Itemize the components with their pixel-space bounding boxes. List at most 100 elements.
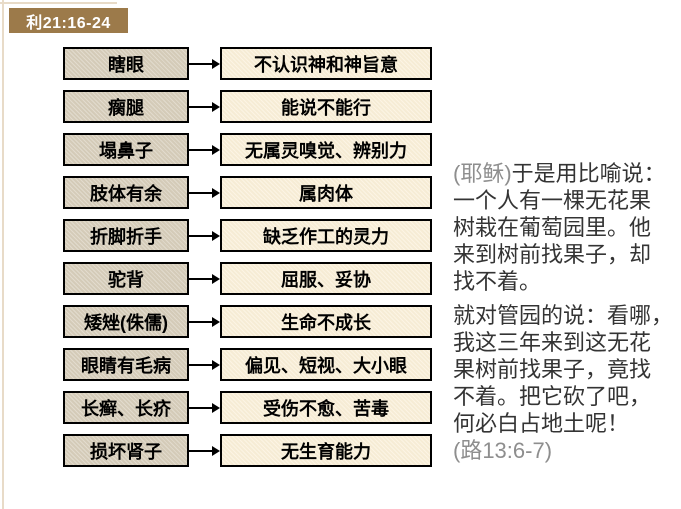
meaning-label: 属肉体 [299,183,353,204]
defect-label: 损坏肾子 [90,441,162,462]
arrow-line [189,406,212,409]
arrow-head [212,402,220,413]
arrow-line [189,277,212,280]
defect-box: 驼背 [63,262,189,295]
defect-box: 瞎眼 [63,47,189,80]
quote-line: 我这三年来到这无花 [453,330,652,355]
meaning-box: 缺乏作工的灵力 [220,219,432,252]
meaning-box: 属肉体 [220,176,432,209]
arrow-right-icon [189,176,220,209]
arrow-head [212,187,220,198]
quote-paragraph-2: 就对管园的说：看哪， 我这三年来到这无花 果树前找果子，竟找 不着。把它砍了吧，… [453,302,675,437]
arrow-right-icon [189,262,220,295]
frame-left-line [2,0,4,509]
defect-box: 塌鼻子 [63,133,189,166]
quote-line: 就对管园的说：看哪， [453,303,674,328]
meaning-label: 生命不成长 [281,312,371,333]
quote-paragraph-1: (耶稣)于是用比喻说： 一个人有一棵无花果 树栽在葡萄园里。他 来到树前找果子，… [453,160,675,295]
arrow-line [189,62,212,65]
meaning-label: 缺乏作工的灵力 [263,226,389,247]
meaning-box: 无属灵嗅觉、辨别力 [220,133,432,166]
defect-box: 矮矬(侏儒) [63,305,189,338]
defect-box: 瘸腿 [63,90,189,123]
defect-label: 瘸腿 [108,97,144,118]
meaning-box: 偏见、短视、大小眼 [220,348,432,381]
quote-line: 不着。把它砍了吧， [453,384,652,409]
arrow-right-icon [189,434,220,467]
arrow-head [212,359,220,370]
defect-box: 肢体有余 [63,176,189,209]
arrow-right-icon [189,219,220,252]
meaning-label: 受伤不愈、苦毒 [263,398,389,419]
table-row: 长癣、长疥 受伤不愈、苦毒 [63,391,432,424]
scripture-reference: (路13:6-7) [453,438,553,463]
arrow-head [212,445,220,456]
meaning-label: 屈服、妥协 [281,269,371,290]
table-row: 驼背 屈服、妥协 [63,262,432,295]
quote-line: 找不着。 [453,269,542,294]
arrow-head [212,144,220,155]
arrow-head [212,316,220,327]
arrow-right-icon [189,391,220,424]
table-row: 塌鼻子 无属灵嗅觉、辨别力 [63,133,432,166]
defect-label: 瞎眼 [108,54,144,75]
quote-line: 树栽在葡萄园里。他 [453,215,652,240]
arrow-line [189,449,212,452]
table-row: 矮矬(侏儒) 生命不成长 [63,305,432,338]
jesus-label: (耶稣) [453,161,512,186]
table-row: 眼睛有毛病 偏见、短视、大小眼 [63,348,432,381]
defect-box: 损坏肾子 [63,434,189,467]
table-row: 损坏肾子 无生育能力 [63,434,432,467]
arrow-right-icon [189,348,220,381]
meaning-label: 不认识神和神旨意 [254,54,398,75]
meaning-box: 无生育能力 [220,434,432,467]
arrow-line [189,234,212,237]
table-row: 瘸腿 能说不能行 [63,90,432,123]
arrow-line [189,191,212,194]
arrow-line [189,320,212,323]
meaning-box: 不认识神和神旨意 [220,47,432,80]
defect-label: 矮矬(侏儒) [84,312,168,333]
defect-label: 驼背 [108,269,144,290]
arrow-head [212,273,220,284]
quote-paragraph-1-lines: 一个人有一棵无花果 树栽在葡萄园里。他 来到树前找果子，却 找不着。 [453,187,675,295]
quote-line: (耶稣)于是用比喻说： [453,160,675,187]
quote-line: 来到树前找果子，却 [453,242,652,267]
defect-box: 折脚折手 [63,219,189,252]
meaning-label: 无属灵嗅觉、辨别力 [245,140,407,161]
frame-top-line [0,2,117,4]
defect-mapping-rows: 瞎眼 不认识神和神旨意 瘸腿 能说 [63,47,432,477]
arrow-head [212,58,220,69]
arrow-right-icon [189,90,220,123]
defect-box: 眼睛有毛病 [63,348,189,381]
quote-line: 何必白占地土呢！ [453,411,630,436]
meaning-box: 屈服、妥协 [220,262,432,295]
arrow-right-icon [189,47,220,80]
table-row: 折脚折手 缺乏作工的灵力 [63,219,432,252]
meaning-box: 生命不成长 [220,305,432,338]
quote-line: 果树前找果子，竟找 [453,357,652,382]
defect-label: 折脚折手 [90,226,162,247]
arrow-right-icon [189,305,220,338]
meaning-box: 受伤不愈、苦毒 [220,391,432,424]
fig-tree-quote: (耶稣)于是用比喻说： 一个人有一棵无花果 树栽在葡萄园里。他 来到树前找果子，… [453,160,675,464]
defect-label: 肢体有余 [90,183,162,204]
arrow-line [189,105,212,108]
meaning-label: 无生育能力 [281,441,371,462]
defect-label: 长癣、长疥 [81,398,171,419]
meaning-label: 偏见、短视、大小眼 [245,355,407,376]
meaning-label: 能说不能行 [281,97,371,118]
defect-label: 塌鼻子 [99,140,153,161]
arrow-line [189,363,212,366]
arrow-head [212,230,220,241]
defect-label: 眼睛有毛病 [81,355,171,376]
quote-line: 一个人有一棵无花果 [453,188,652,213]
arrow-right-icon [189,133,220,166]
table-row: 肢体有余 属肉体 [63,176,432,209]
quote-text: 于是用比喻说： [511,161,666,186]
scripture-badge: 利21:16-24 [9,8,128,33]
table-row: 瞎眼 不认识神和神旨意 [63,47,432,80]
meaning-box: 能说不能行 [220,90,432,123]
arrow-line [189,148,212,151]
